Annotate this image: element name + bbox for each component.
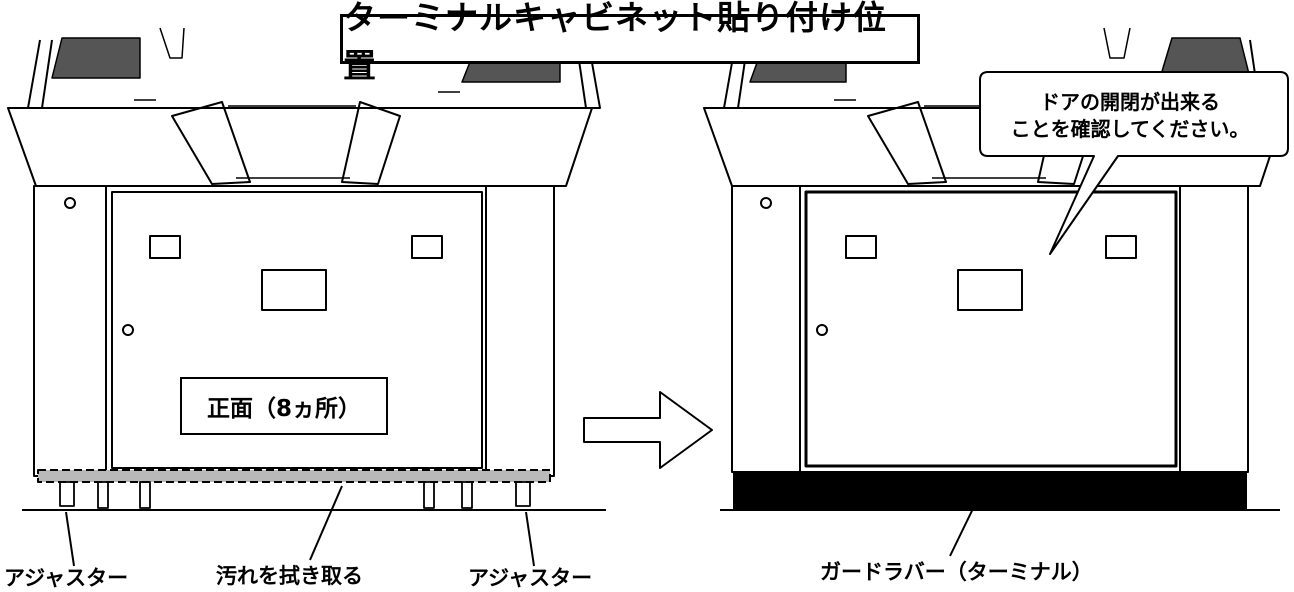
right-arrow: [583, 391, 713, 469]
front-label-text: 正面（8ヵ所）: [206, 396, 361, 422]
callout-line-1: ドアの開閉が出来る: [1040, 90, 1220, 114]
diagram-title: ターミナルキャビネット貼り付け位置: [340, 0, 920, 85]
callout-line-2: ことを確認してください。: [1010, 117, 1250, 141]
callout-bubble: [979, 71, 1289, 255]
label-adjuster-right: アジャスター: [468, 566, 593, 590]
label-wipe-dirt: 汚れを拭き取る: [216, 564, 363, 588]
guard-rubber: [733, 471, 1247, 511]
tape-strip: [37, 469, 551, 483]
left-cabinet: [7, 27, 606, 567]
front-label-box: 正面（8ヵ所）: [180, 377, 388, 435]
callout-text: ドアの開閉が出来る ことを確認してください。: [976, 80, 1284, 152]
label-adjuster-left: アジャスター: [4, 566, 129, 590]
diagram-title-text: ターミナルキャビネット貼り付け位置: [343, 0, 887, 85]
right-cabinet: [703, 27, 1289, 557]
label-guard-rubber: ガードラバー（ターミナル）: [820, 560, 1093, 584]
